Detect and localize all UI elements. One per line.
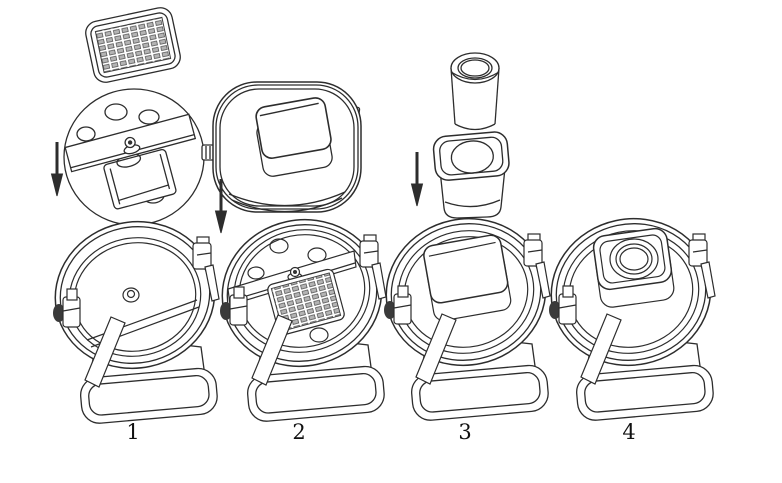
down-arrow-icon-step3 [410,150,424,208]
step-2-label: 2 [292,420,306,444]
grating-disc-insert-icon [85,7,181,83]
feed-chute-cup-icon [432,131,510,219]
step-1-label: 1 [126,420,140,444]
machine-step-4-assembled [536,203,726,423]
blade-disc-holder-icon [63,88,205,226]
machine-step-2-disc-installed [207,204,397,424]
lid-with-feed-chute-icon [201,81,362,213]
step-3-label: 3 [458,420,472,444]
step-4-label: 4 [622,420,636,444]
machine-step-3-lid-closed [371,203,561,423]
machine-step-1-open-bowl [40,206,230,426]
food-pusher-icon [450,52,500,131]
down-arrow-icon-step1 [50,140,64,198]
